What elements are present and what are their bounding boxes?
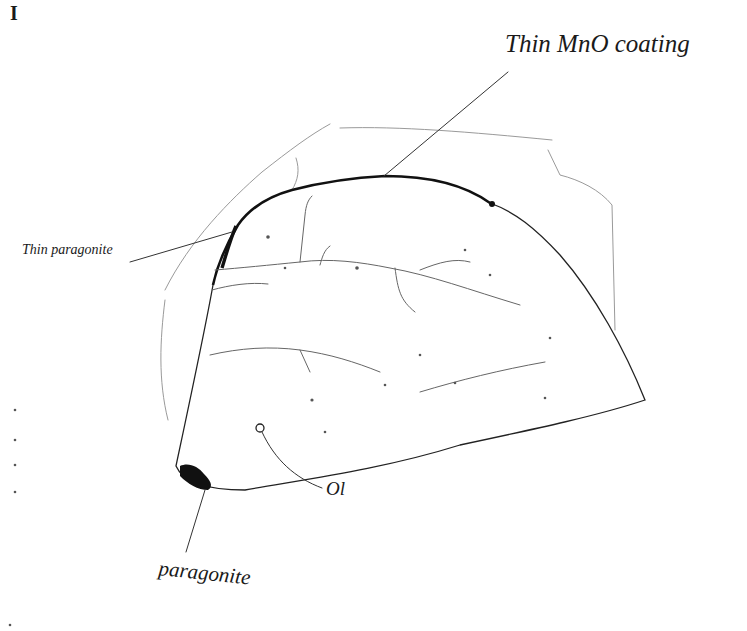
callout-label: Thin MnO coating xyxy=(505,30,695,59)
callout-label: Thin paragonite xyxy=(22,242,117,258)
callout-label: Ol xyxy=(326,478,376,500)
callout-label: paragonite xyxy=(157,556,309,596)
callout-label: I xyxy=(10,2,40,25)
